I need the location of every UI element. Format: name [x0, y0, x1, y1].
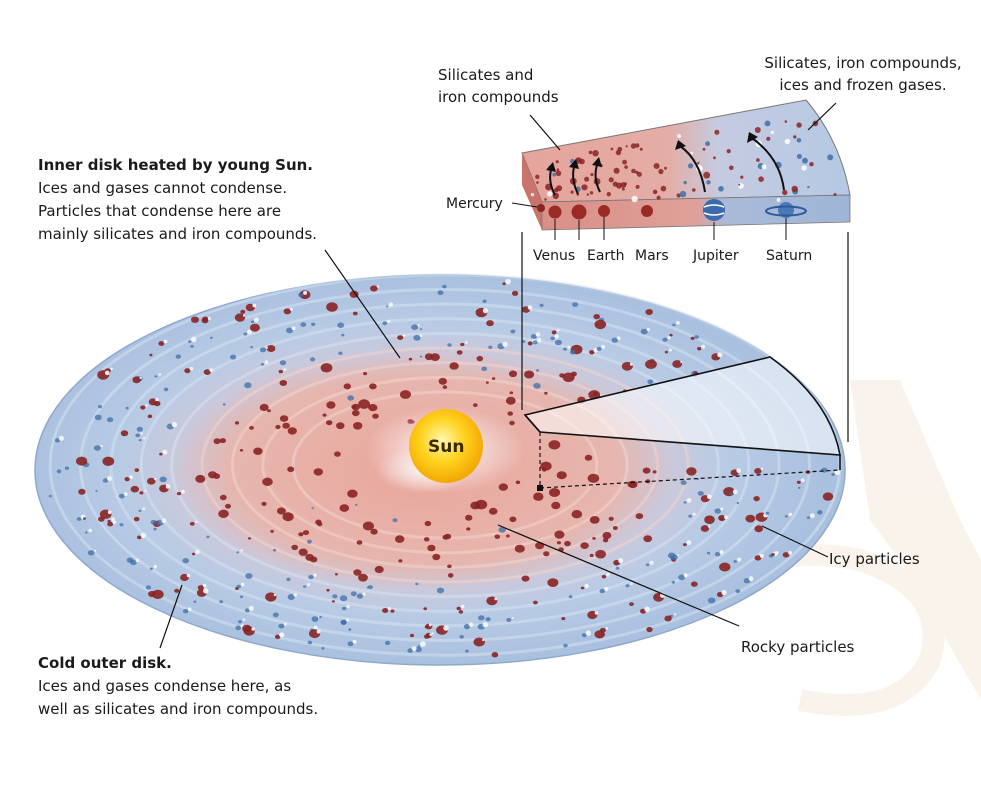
inner-disk-caption: Inner disk heated by young Sun. Ices and… — [38, 154, 317, 246]
rocky-particles-label: Rocky particles — [741, 638, 855, 656]
inset-wedge — [511, 99, 851, 240]
inner-disk-line-2: Particles that condense here are — [38, 202, 282, 220]
inner-disk-heading: Inner disk heated by young Sun. — [38, 156, 314, 174]
earth-label: Earth — [587, 248, 625, 264]
silicates-iron-line-1: Silicates and — [438, 66, 534, 84]
mars-planet — [598, 205, 610, 217]
disk-particles — [48, 279, 840, 658]
silicates-ices-label: Silicates, iron compounds, ices and froz… — [752, 52, 974, 96]
outer-disk-caption: Cold outer disk. Ices and gases condense… — [38, 652, 318, 721]
venus-planet — [548, 205, 562, 219]
disk-rings — [48, 273, 842, 657]
icy-particles-label: Icy particles — [829, 550, 920, 568]
mercury-label: Mercury — [446, 196, 503, 212]
mars-label: Mars — [635, 248, 669, 264]
sun-label: Sun — [428, 437, 465, 457]
mercury-planet — [537, 204, 545, 212]
migration-arrows — [549, 137, 785, 196]
silicates-ices-line-1: Silicates, iron compounds, — [764, 54, 962, 72]
inset-connectors — [521, 232, 849, 442]
saturn-planet — [765, 202, 807, 218]
silicates-iron-line-2: iron compounds — [438, 88, 559, 106]
venus-label: Venus — [533, 248, 576, 264]
inner-disk-line-1: Ices and gases cannot condense. — [38, 179, 288, 197]
silicates-ices-line-2: ices and frozen gases. — [779, 76, 947, 94]
sun — [409, 409, 483, 483]
saturn-label: Saturn — [766, 248, 813, 264]
outer-disk-heading: Cold outer disk. — [38, 654, 172, 672]
jupiter-planet — [703, 199, 725, 221]
jupiter-label: Jupiter — [693, 248, 739, 264]
outer-disk-line-2: well as silicates and iron compounds. — [38, 700, 319, 718]
planet-leaders — [511, 202, 787, 240]
disk-wedge-cutout — [523, 356, 841, 491]
earth-planet — [571, 204, 587, 220]
mars-small — [641, 205, 653, 217]
silicates-iron-label: Silicates and iron compounds — [438, 64, 559, 108]
outer-disk-line-1: Ices and gases condense here, as — [38, 677, 292, 695]
callout-leaders — [159, 102, 837, 649]
inner-disk-line-3: mainly silicates and iron compounds. — [38, 225, 318, 243]
